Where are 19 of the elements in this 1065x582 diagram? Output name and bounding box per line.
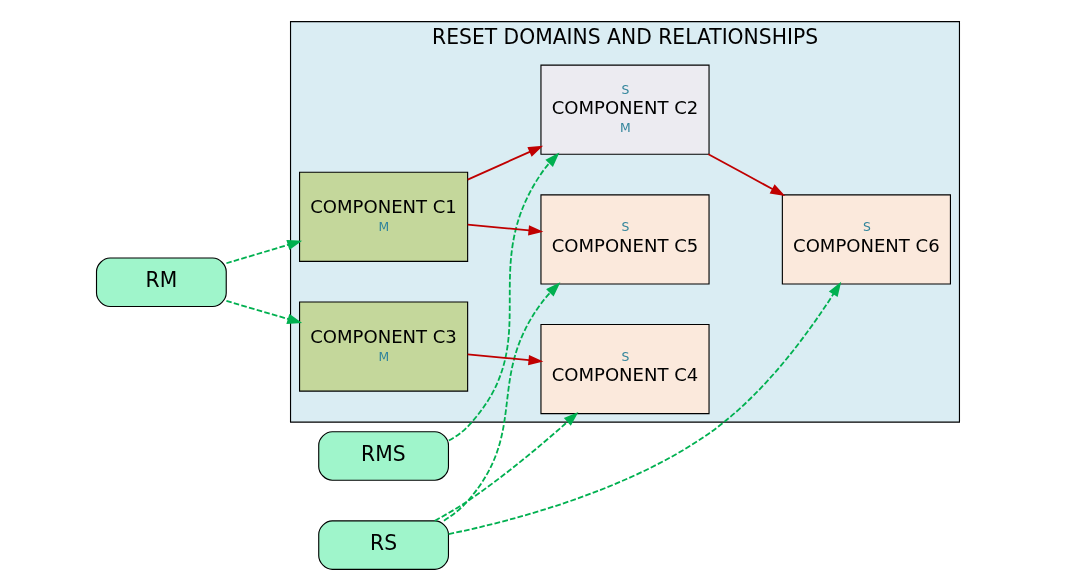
arrow	[225, 240, 303, 265]
node-box: S COMPONENT C4	[540, 324, 710, 415]
arrow	[447, 152, 560, 442]
arrow	[466, 223, 544, 236]
arrow	[225, 300, 303, 324]
node-box: S COMPONENT C6	[781, 194, 951, 285]
node-box: RM	[95, 257, 227, 308]
node-box: RS	[318, 520, 450, 570]
arrow	[443, 282, 561, 522]
arrow	[466, 145, 544, 181]
node-box: COMPONENT C3 M	[299, 301, 469, 392]
node-box: RMS	[318, 431, 450, 481]
arrow	[707, 153, 786, 196]
arrow	[447, 281, 842, 535]
node-box: COMPONENT C1 M	[299, 171, 469, 262]
arrow	[466, 353, 544, 366]
node-box: S COMPONENT C2 M	[540, 64, 710, 155]
arrow	[433, 412, 579, 522]
node-box: S COMPONENT C5	[540, 194, 710, 285]
